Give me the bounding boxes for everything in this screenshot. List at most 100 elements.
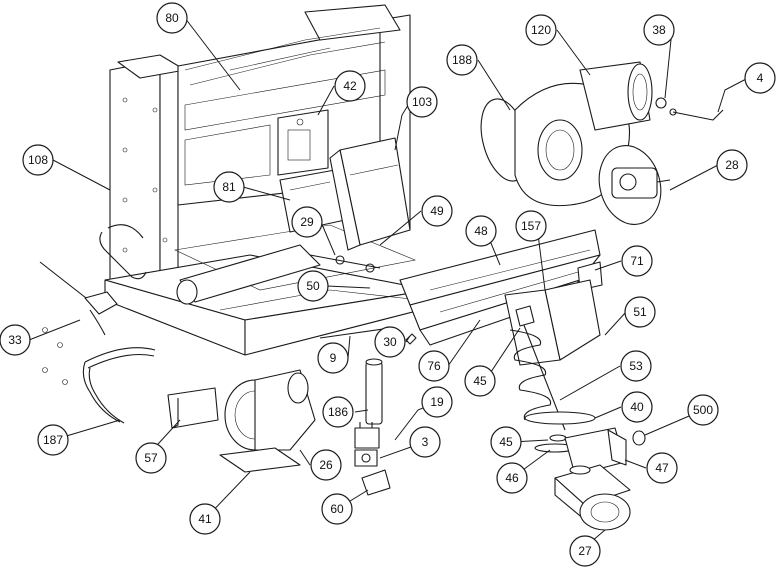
part-4-sensor (669, 108, 724, 121)
callout-188: 188 (446, 44, 478, 76)
callout-103: 103 (406, 86, 438, 118)
svg-text:45: 45 (473, 374, 487, 388)
callout-120: 120 (525, 14, 557, 46)
svg-text:120: 120 (531, 23, 551, 37)
part-41-plate (219, 447, 301, 473)
callout-27: 27 (569, 535, 601, 567)
small-screws (42, 327, 68, 385)
leader-lines (28, 17, 749, 548)
callout-53: 53 (620, 350, 652, 382)
callout-48: 48 (465, 215, 497, 247)
part-42-plate (277, 109, 329, 176)
svg-text:40: 40 (630, 400, 644, 414)
callout-30: 30 (374, 326, 406, 358)
svg-text:53: 53 (629, 359, 643, 373)
callout-29: 29 (291, 206, 323, 238)
svg-text:45: 45 (499, 435, 513, 449)
callout-49: 49 (421, 195, 453, 227)
svg-text:80: 80 (165, 11, 179, 25)
part-3-thermodisc (354, 449, 378, 467)
svg-text:500: 500 (693, 403, 713, 417)
part-46-washer (534, 434, 576, 453)
callout-187: 187 (37, 424, 69, 456)
svg-text:49: 49 (430, 204, 444, 218)
svg-text:28: 28 (725, 158, 739, 172)
part-187-hose (82, 347, 156, 424)
svg-text:48: 48 (474, 224, 488, 238)
callout-3: 3 (409, 426, 441, 458)
svg-text:188: 188 (452, 53, 472, 67)
callout-26: 26 (310, 449, 342, 481)
callout-19: 19 (421, 386, 453, 418)
svg-text:4: 4 (757, 71, 764, 85)
cabinet-frame (99, 4, 441, 356)
part-47-bracket (564, 427, 627, 476)
callout-50: 50 (297, 270, 329, 302)
svg-text:29: 29 (300, 215, 314, 229)
callout-47: 47 (646, 452, 678, 484)
callout-4: 4 (744, 62, 776, 94)
callout-28: 28 (716, 149, 748, 181)
callout-42: 42 (334, 70, 366, 102)
part-19-switch (354, 422, 380, 449)
callout-157: 157 (515, 210, 547, 242)
svg-text:9: 9 (330, 351, 337, 365)
svg-text:47: 47 (655, 461, 669, 475)
callout-57: 57 (135, 442, 167, 474)
part-186-tube (365, 358, 383, 425)
part-26-convection-blower (224, 369, 316, 451)
part-57-bracket (167, 387, 219, 429)
part-40-plate (524, 411, 596, 425)
svg-text:51: 51 (633, 305, 647, 319)
callout-51: 51 (624, 296, 656, 328)
part-60-clip (361, 469, 391, 496)
callout-33: 33 (0, 324, 31, 356)
svg-text:57: 57 (144, 451, 158, 465)
callout-80: 80 (156, 2, 188, 34)
callout-108: 108 (22, 144, 54, 176)
callout-81: 81 (213, 171, 245, 203)
svg-text:108: 108 (28, 153, 48, 167)
svg-text:76: 76 (427, 359, 441, 373)
callout-45-upper: 45 (464, 365, 496, 397)
svg-text:26: 26 (319, 458, 333, 472)
svg-text:33: 33 (8, 333, 22, 347)
part-27-gear-motor (554, 464, 631, 531)
callout-9: 9 (317, 342, 349, 374)
part-38-grommet (655, 97, 667, 109)
part-53-auger (509, 305, 566, 431)
svg-text:30: 30 (383, 335, 397, 349)
callout-45-lower: 45 (490, 426, 522, 458)
svg-text:103: 103 (412, 95, 432, 109)
callout-41: 41 (189, 503, 221, 535)
svg-text:71: 71 (630, 254, 644, 268)
svg-text:27: 27 (578, 544, 592, 558)
svg-text:186: 186 (328, 405, 348, 419)
part-33-hopper-lid-switch (39, 261, 118, 336)
svg-text:157: 157 (521, 219, 541, 233)
svg-text:187: 187 (43, 433, 63, 447)
part-28-combustion-motor (598, 145, 671, 225)
svg-text:41: 41 (198, 512, 212, 526)
callout-46: 46 (496, 462, 528, 494)
part-500-bushing (632, 430, 646, 446)
callout-76: 76 (418, 350, 450, 382)
svg-text:81: 81 (222, 180, 236, 194)
svg-text:42: 42 (343, 79, 357, 93)
svg-text:38: 38 (652, 23, 666, 37)
callout-500: 500 (687, 394, 719, 426)
callout-71: 71 (621, 245, 653, 277)
svg-text:60: 60 (330, 502, 344, 516)
callout-186: 186 (322, 396, 354, 428)
part-103-chute (329, 137, 411, 251)
callout-60: 60 (321, 493, 353, 525)
svg-text:3: 3 (422, 435, 429, 449)
callout-40: 40 (621, 391, 653, 423)
callout-38: 38 (643, 14, 675, 46)
svg-text:46: 46 (505, 471, 519, 485)
svg-text:19: 19 (430, 395, 444, 409)
svg-text:50: 50 (306, 279, 320, 293)
part-9-rod (319, 327, 391, 339)
part-29-igniter-tube (176, 244, 381, 305)
